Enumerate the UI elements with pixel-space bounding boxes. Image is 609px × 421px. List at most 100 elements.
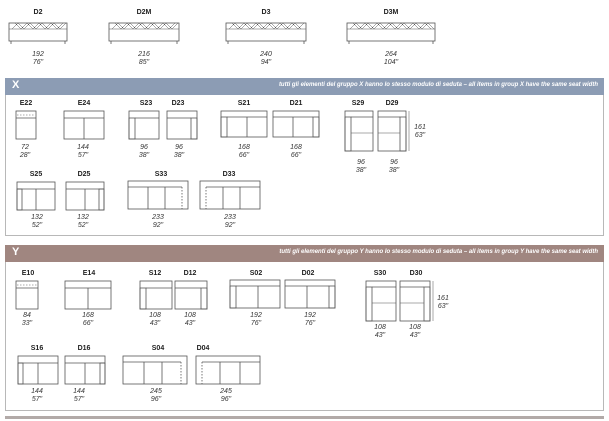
dim-cm: 84 [23,312,31,319]
module-s02-drawing [229,279,281,309]
dim-cm: 192 [250,312,262,319]
group-x-band: X tutti gli elementi del gruppo X hanno … [5,78,604,95]
dim-in: 57" [73,396,85,403]
module-code: S16 [30,345,44,352]
dim-in: 38" [138,152,150,159]
module-code: D25 [77,171,91,178]
dim-cm: 132 [77,214,89,221]
depth-in: 63" [414,132,426,139]
depth-in: 63" [437,303,449,310]
module-code: S30 [373,270,387,277]
group-x-frame [5,95,604,236]
top-model-code: D3M [383,9,399,16]
module-d33-drawing [199,180,261,210]
dim-cm: 72 [21,144,29,151]
module-code: S02 [249,270,263,277]
module-code: E14 [82,270,96,277]
sofa-d3m-drawing [346,22,436,44]
dim-in: 33" [21,320,33,327]
module-d25-drawing [65,181,105,211]
dim-in: 57" [31,396,43,403]
module-s30-drawing [365,280,397,322]
module-code: D23 [171,100,185,107]
module-code: D29 [385,100,399,107]
dim-in: 94" [260,59,272,66]
dim-cm: 192 [304,312,316,319]
sofa-d2m-drawing [108,22,180,44]
module-e14-drawing [64,280,112,310]
module-s21-drawing [220,110,268,138]
dim-cm: 144 [73,388,85,395]
dim-cm: 245 [220,388,232,395]
dim-cm: 216 [138,51,150,58]
dim-in: 96" [150,396,162,403]
sofa-d3-drawing [225,22,307,44]
dim-in: 76" [32,59,44,66]
group-y-frame [5,262,604,411]
module-code: E10 [21,270,35,277]
dim-in: 76" [250,320,262,327]
group-y-band: Y tutti gli elementi del gruppo Y hanno … [5,245,604,262]
module-s04-drawing [122,355,188,385]
dim-in: 57" [77,152,89,159]
dim-in: 43" [374,332,386,339]
module-d29-drawing [377,110,407,152]
top-model-code: D3 [261,9,271,16]
module-d04-drawing [195,355,261,385]
module-d21-drawing [272,110,320,138]
module-code: E24 [77,100,91,107]
dim-in: 92" [152,222,164,229]
dim-in: 66" [290,152,302,159]
module-code: D21 [289,100,303,107]
module-e10-drawing [15,280,39,310]
dim-cm: 96 [140,144,148,151]
module-e24-drawing [63,110,105,140]
dim-in: 43" [184,320,196,327]
dim-in: 52" [77,222,89,229]
dim-cm: 168 [238,144,250,151]
dim-cm: 264 [385,51,397,58]
dim-cm: 233 [224,214,236,221]
dim-in: 92" [224,222,236,229]
module-d12-drawing [174,280,208,310]
module-e22-drawing [15,110,37,140]
module-d16-drawing [64,355,106,385]
module-s33-drawing [127,180,189,210]
dim-cm: 108 [149,312,161,319]
group-y-letter: Y [12,246,20,258]
module-code: D33 [222,171,236,178]
module-code: E22 [19,100,33,107]
dim-cm: 108 [409,324,421,331]
dim-in: 28" [19,152,31,159]
dim-in: 38" [388,167,400,174]
module-code: S04 [151,345,165,352]
module-d30-drawing [399,280,431,322]
dim-cm: 96 [175,144,183,151]
dim-cm: 233 [152,214,164,221]
dim-cm: 108 [184,312,196,319]
module-code: S33 [154,171,168,178]
dim-cm: 240 [260,51,272,58]
module-code: D04 [196,345,210,352]
dim-cm: 96 [390,159,398,166]
module-code: S12 [148,270,162,277]
dim-in: 66" [82,320,94,327]
dim-in: 96" [220,396,232,403]
top-model-code: D2 [33,9,43,16]
dim-in: 76" [304,320,316,327]
module-d23-drawing [166,110,198,140]
sofa-d2-drawing [8,22,68,44]
dim-in: 38" [173,152,185,159]
group-y-note: tutti gli elementi del gruppo Y hanno lo… [279,249,598,255]
module-s16-drawing [17,355,59,385]
module-code: D30 [409,270,423,277]
top-model-code: D2M [136,9,152,16]
module-code: D12 [183,270,197,277]
group-x-letter: X [12,79,20,91]
module-code: D02 [301,270,315,277]
dim-cm: 96 [357,159,365,166]
module-s12-drawing [139,280,173,310]
module-s23-drawing [128,110,160,140]
dim-in: 104" [383,59,399,66]
